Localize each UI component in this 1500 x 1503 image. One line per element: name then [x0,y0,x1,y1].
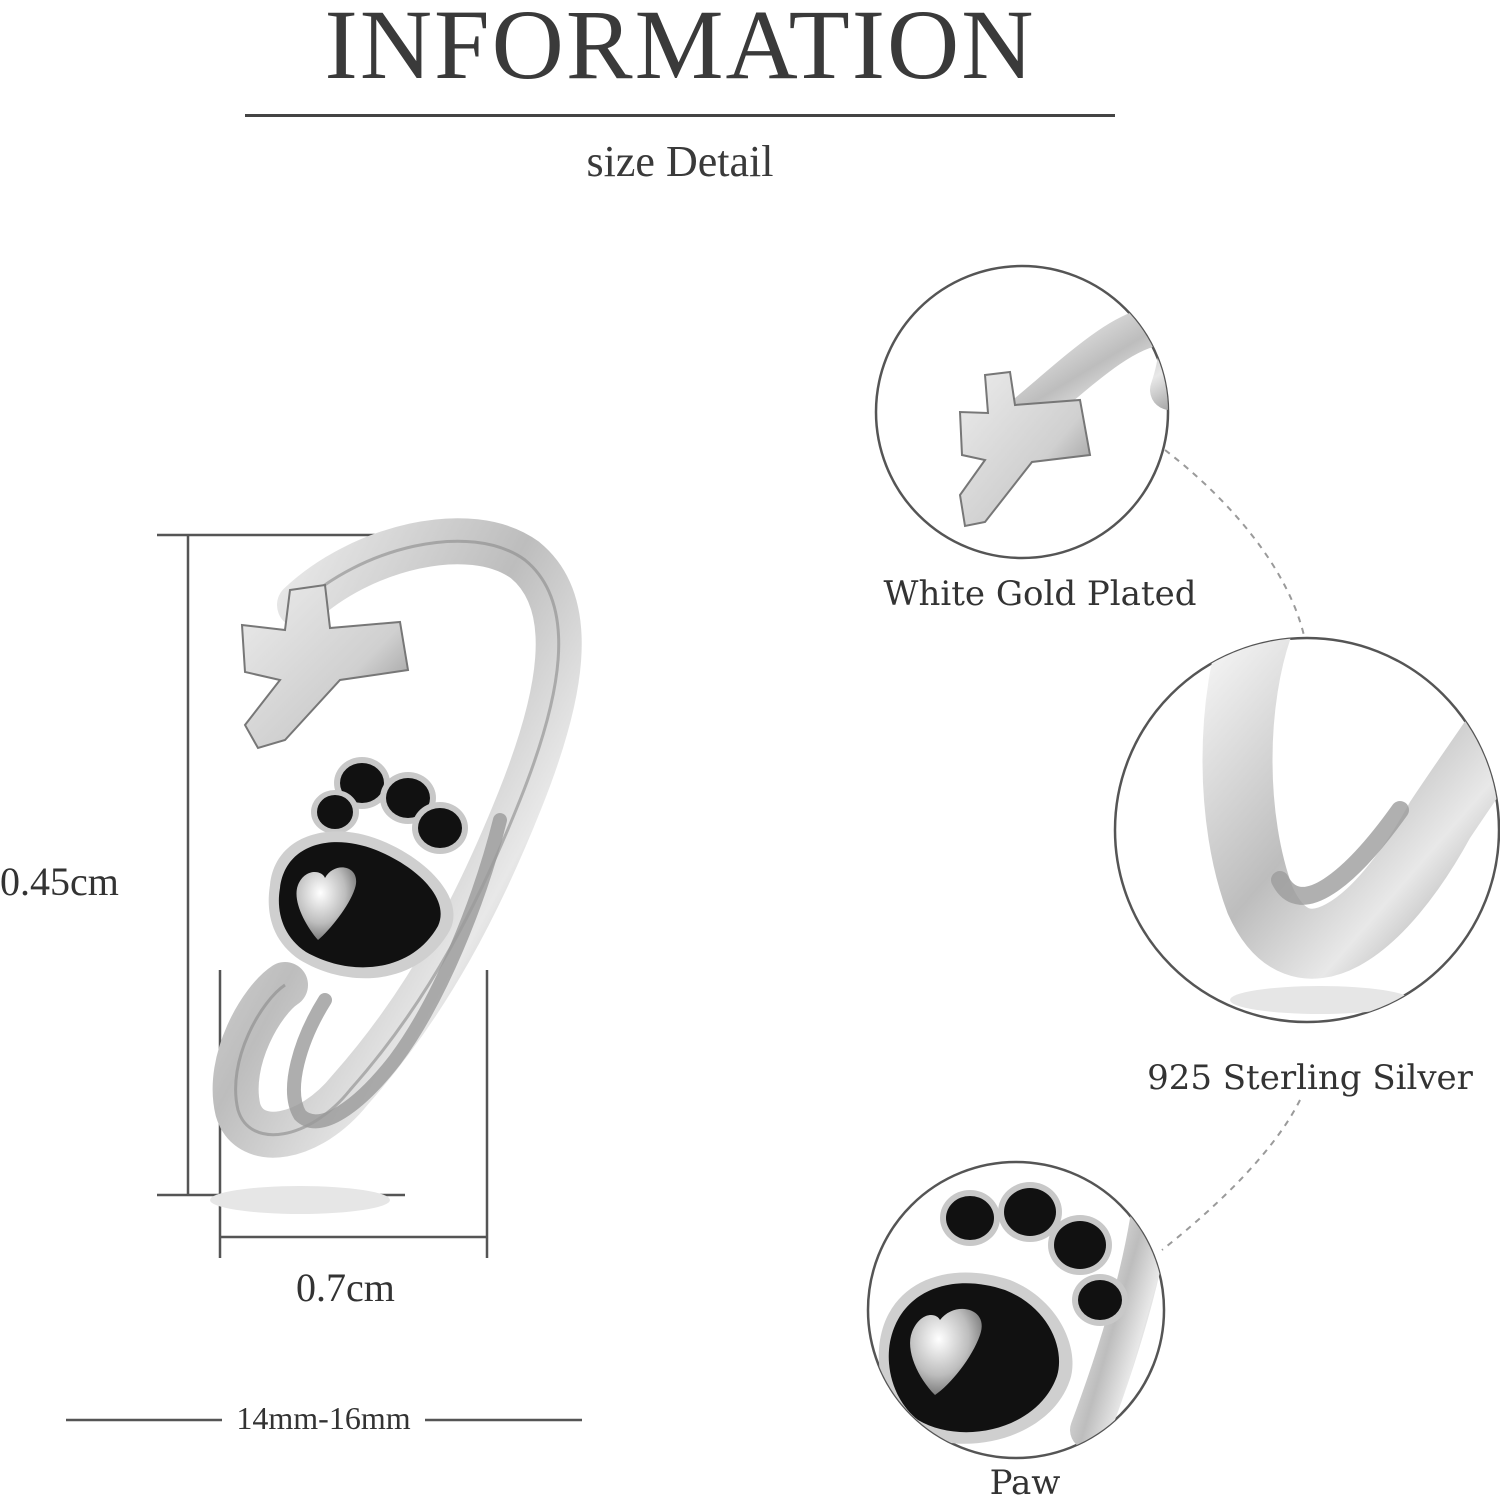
paw-closeup-circle [866,1160,1166,1460]
paw-charm [268,757,468,979]
paw-label: Paw [989,1463,1061,1503]
cross-charm [240,583,410,750]
connector-lines [1161,449,1306,1251]
title-divider [245,114,1115,117]
cross-closeup-circle [874,264,1170,560]
sterling-silver-label: 925 Sterling Silver [1147,1058,1473,1098]
ring-image [210,518,582,1214]
white-gold-plated-label: White Gold Plated [883,574,1197,614]
page-title: INFORMATION [324,0,1036,100]
size-range-label: 14mm-16mm [236,1400,411,1436]
band-closeup-circle [1113,636,1500,1024]
width-dimension-label: 0.7cm [296,1265,395,1310]
height-dimension-label: 0.45cm [0,859,119,904]
page-subtitle: size Detail [586,137,774,186]
